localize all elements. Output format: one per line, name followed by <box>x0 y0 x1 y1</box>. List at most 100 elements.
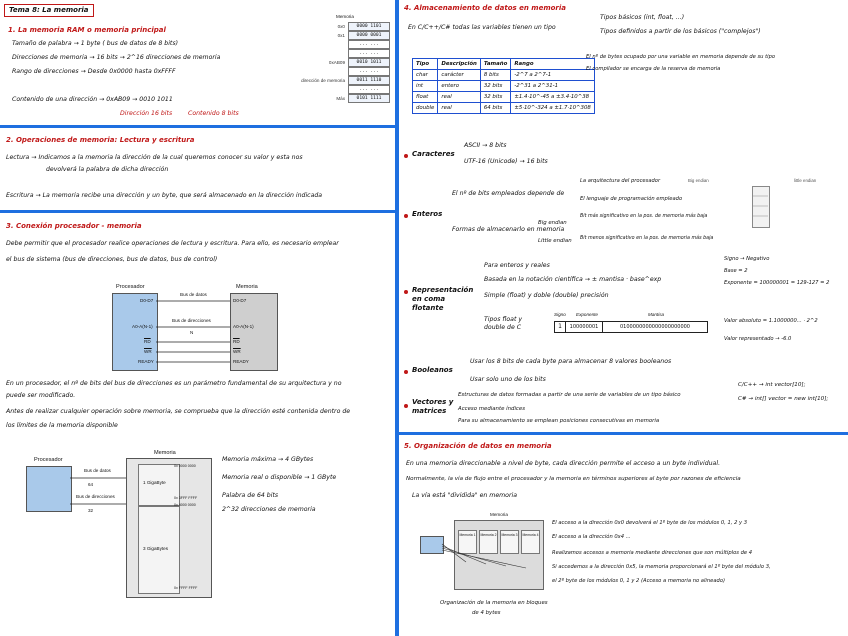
bullet-enteros <box>404 214 408 218</box>
booleanos-label: Booleanos <box>412 366 453 374</box>
types-table-header: Tipo <box>411 58 439 70</box>
rep-line2: Basada en la notación científica → ± man… <box>484 276 662 283</box>
s2-line1: Lectura → Indicamos a la memoria la dire… <box>6 154 303 161</box>
divider-s2-s3 <box>0 210 395 213</box>
address-bus-width: N <box>190 330 194 335</box>
processor2-box <box>26 466 72 512</box>
proc-rd-pin: RD <box>144 339 151 344</box>
vec-line3: Para su almacenamiento se emplean posici… <box>458 418 660 424</box>
types-table-cell: double <box>411 102 439 114</box>
memory-row-value: ... ... <box>348 49 390 58</box>
s3-line6: los límites de la memoria disponible <box>6 422 118 429</box>
memory-row-value: 0010 1011 <box>348 58 390 67</box>
s5-text3: Realizamos accesos a memoria mediante di… <box>552 550 753 556</box>
caracteres-label: Caracteres <box>412 150 455 158</box>
s3-heading: 3. Conexión procesador - memoria <box>6 222 142 230</box>
bullet-vectores <box>404 404 408 408</box>
s1-line4-val-caption: Contenido 8 bits <box>188 110 239 117</box>
endian-cells <box>752 186 770 228</box>
memory-module: Memoria 2 <box>479 530 498 554</box>
types-table-cell: 8 bits <box>479 69 512 81</box>
address-bus2-width: 32 <box>88 508 94 513</box>
addr-0: 0x 0000 0000 <box>174 464 196 468</box>
proc-a-pin: A0-A(N-1) <box>132 324 153 329</box>
enteros-lang: El lenguaje de programación empleado <box>580 196 683 202</box>
memory-module: Memoria 3 <box>500 530 519 554</box>
s5-line3: La vía está "dividida" en memoria <box>412 492 518 499</box>
big-endian: Big endian <box>538 220 567 226</box>
float-mantisa-label: Mantisa <box>648 312 665 317</box>
vec-cpp: C/C++ → int vector[10]; <box>738 382 806 388</box>
types-table-cell: 32 bits <box>479 80 512 92</box>
memory-module: Memoria 1 <box>458 530 477 554</box>
vectores-label: Vectores y matrices <box>412 398 454 415</box>
types-table-cell: 64 bits <box>479 102 512 114</box>
s3-note4: 2^32 direcciones de memoria <box>222 506 316 513</box>
types-table-cell: real <box>437 91 481 103</box>
s4-complex-types: Tipos definidos a partir de los básicos … <box>600 28 761 35</box>
little-endian-desc: Bit menos significativo en la pos. de me… <box>580 236 714 241</box>
s5-line2: Normalmente, la vía de flujo entre el pr… <box>406 476 741 482</box>
float-mant-bits: 0100000000000000000000 <box>602 321 708 333</box>
big-endian-desc: Bit más significativo en la pos. de memo… <box>580 214 708 219</box>
memory-row-address: Máx <box>336 96 345 101</box>
s1-line2: Direcciones de memoria → 16 bits → 2^16 … <box>12 54 221 61</box>
float-f5: Valor representado → -6.0 <box>724 336 792 342</box>
memory-row-value: ... ... <box>348 40 390 49</box>
rep-line3: Simple (float) y doble (double) precisió… <box>484 292 609 299</box>
rep-label: Representación en coma flotante <box>412 286 474 312</box>
types-table-header: Descripción <box>437 58 481 70</box>
memory-label: Memoria <box>236 284 258 290</box>
vertical-divider <box>395 0 399 636</box>
vec-line1: Estructuras de datos formadas a partir d… <box>458 392 681 398</box>
enteros-arch: La arquitectura del procesador <box>580 178 661 184</box>
memory-capacity-diagram: Procesador Memoria 1 GigaByte 3 GigaByte… <box>22 450 212 600</box>
mem-ready-pin: READY <box>233 359 249 364</box>
float-f2: Base = 2 <box>724 268 748 274</box>
memory2-real <box>138 464 180 506</box>
bool-line1: Usar los 8 bits de cada byte para almace… <box>470 358 672 365</box>
memory-module: Memoria 4 <box>521 530 540 554</box>
memory-row-address: dirección de memoria <box>301 78 345 83</box>
types-table-header: Tamaño <box>479 58 512 70</box>
mem-a-pin: A0-A(N-1) <box>233 324 254 329</box>
enteros-forms: Formas de almacenarlo en memoria <box>452 226 565 233</box>
blocks-caption2: de 4 bytes <box>472 610 501 616</box>
data-bus-label: Bus de datos <box>180 292 207 297</box>
float-exp-label: Exponente <box>576 312 598 317</box>
gigabyte-3-label: 3 GigaBytes <box>143 546 169 551</box>
memory-row-address: 0x1 <box>337 33 345 38</box>
s1-heading: 1. La memoria RAM o memoria principal <box>8 26 166 34</box>
s2-line3: Escritura → La memoria recibe una direcc… <box>6 192 323 199</box>
s3-line1: Debe permitir que el procesador realice … <box>6 240 339 247</box>
bool-line2: Usar solo uno de los bits <box>470 376 546 383</box>
utf16-line: UTF-16 (Unicode) → 16 bits <box>464 158 548 165</box>
divider-s4-s5 <box>399 432 848 435</box>
rep-line4: Tipos float y double de C <box>484 316 523 331</box>
mem-rd-pin: RD <box>233 339 240 344</box>
float-format: Signo Exponente Mantisa 1 100000001 0100… <box>536 312 712 344</box>
memory-row-value: 0000 0001 <box>348 31 390 40</box>
s1-line1: Tamaño de palabra → 1 byte ( bus de dato… <box>12 40 178 47</box>
addr-3fff: 0x 3FFF FFFF <box>174 496 198 500</box>
bullet-coma-flotante <box>404 290 408 294</box>
memory-row-address: 0x0 <box>337 24 345 29</box>
float-sign-label: Signo <box>554 312 566 317</box>
proc-d-pin: D0-D7 <box>140 298 154 303</box>
endian-lines <box>752 195 768 217</box>
types-table-cell: real <box>437 102 481 114</box>
processor-memory-diagram: Procesador Memoria D0-D7 A0-A(N-1) RD WR… <box>98 284 278 372</box>
bus2-lines <box>70 477 126 505</box>
s3-note3: Palabra de 64 bits <box>222 492 279 499</box>
endian-little-title: little endian <box>794 178 817 183</box>
address-bus2-label: Bus de direcciones <box>76 494 115 499</box>
types-table-header: Rango <box>510 58 595 70</box>
address-bus-label: Bus de direcciones <box>172 318 211 323</box>
